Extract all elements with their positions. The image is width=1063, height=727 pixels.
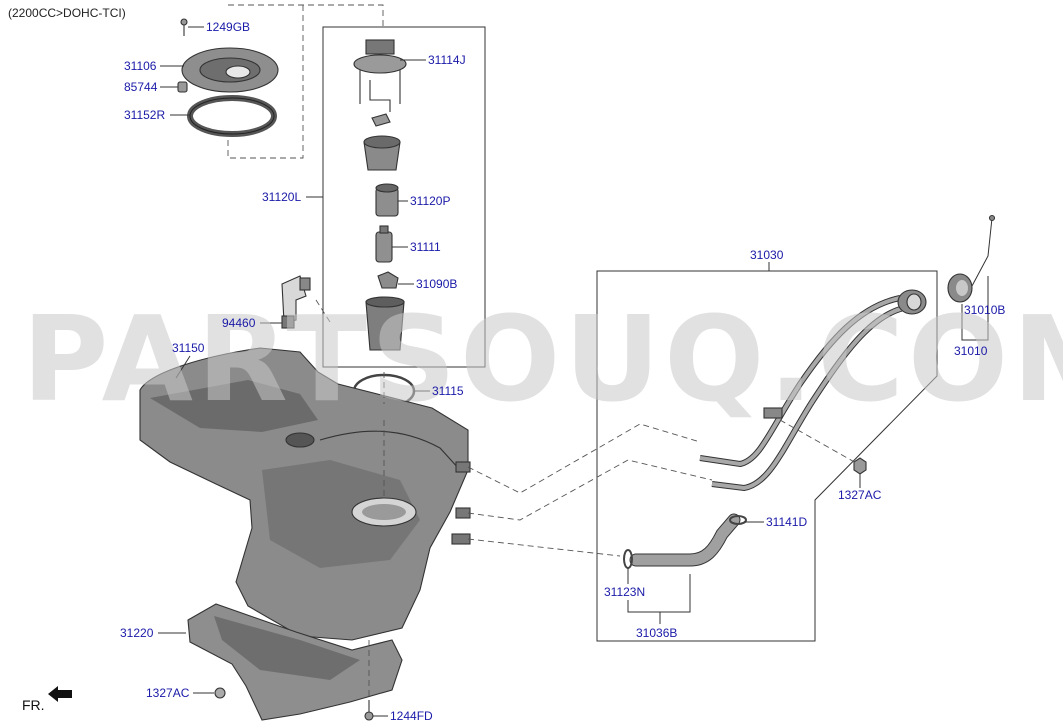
label-31120l[interactable]: 31120L (262, 190, 301, 204)
label-31150[interactable]: 31150 (172, 341, 205, 355)
bolt-1249gb-part[interactable] (180, 18, 188, 36)
label-1249gb[interactable]: 1249GB (206, 20, 250, 34)
strainer-canister-part[interactable] (365, 296, 405, 351)
label-94460[interactable]: 94460 (222, 316, 256, 330)
gasket-31152r-part[interactable] (187, 95, 277, 137)
label-31106[interactable]: 31106 (124, 59, 157, 73)
sender-group-dashed-outline (227, 4, 384, 159)
label-31152r[interactable]: 31152R (124, 108, 165, 122)
connection-lines (315, 299, 859, 700)
hose-clamp-31141d-part[interactable] (729, 515, 747, 525)
bolt-1244fd-part[interactable] (364, 700, 374, 721)
label-31010[interactable]: 31010 (954, 344, 988, 358)
plate-31106-part[interactable] (181, 47, 279, 93)
label-1244fd[interactable]: 1244FD (390, 709, 433, 723)
leader-lines (158, 26, 989, 717)
fuel-cap-31010b-part[interactable] (947, 214, 996, 303)
label-31115[interactable]: 31115 (432, 384, 464, 398)
float-arm-part[interactable] (371, 113, 391, 127)
label-31111[interactable]: 31111 (410, 240, 441, 254)
filler-neck-pipe-31036b-part[interactable] (629, 513, 741, 567)
label-31120p[interactable]: 31120P (410, 194, 450, 208)
label-31141d[interactable]: 31141D (766, 515, 807, 529)
filter-31120p-part[interactable] (375, 183, 399, 217)
engine-variant-header: (2200CC>DOHC-TCI) (8, 6, 126, 20)
clip-85744-part[interactable] (177, 81, 188, 93)
label-31090b[interactable]: 31090B (416, 277, 457, 291)
label-31030[interactable]: 31030 (750, 248, 784, 262)
label-31114j[interactable]: 31114J (428, 53, 466, 67)
front-arrow-icon (48, 686, 72, 702)
front-direction-label: FR. (22, 697, 45, 713)
bracket-94460-part[interactable] (281, 275, 311, 329)
label-31123n[interactable]: 31123N (604, 585, 645, 599)
filler-pipes-31030-part[interactable] (699, 289, 927, 492)
label-31220[interactable]: 31220 (120, 626, 154, 640)
heat-shield-31220-part[interactable] (187, 603, 403, 721)
pump-motor-31111-part[interactable] (375, 225, 393, 263)
label-85744[interactable]: 85744 (124, 80, 158, 94)
pump-module-31114j-part[interactable] (353, 39, 407, 112)
reservoir-cup-part[interactable] (363, 135, 401, 171)
label-31036b[interactable]: 31036B (636, 626, 677, 640)
filler-neck-assembly-box (596, 270, 938, 642)
regulator-31090b-part[interactable] (377, 271, 399, 289)
label-31010b[interactable]: 31010B (964, 303, 1005, 317)
label-1327ac-left[interactable]: 1327AC (146, 686, 190, 700)
nut-1327ac-left-part[interactable] (214, 687, 226, 699)
watermark: PARTSOUQ.COM (22, 290, 1063, 428)
fuel-tank-31150-part[interactable] (139, 347, 471, 641)
label-1327ac-right[interactable]: 1327AC (838, 488, 882, 502)
nut-1327ac-right-part[interactable] (853, 457, 867, 475)
